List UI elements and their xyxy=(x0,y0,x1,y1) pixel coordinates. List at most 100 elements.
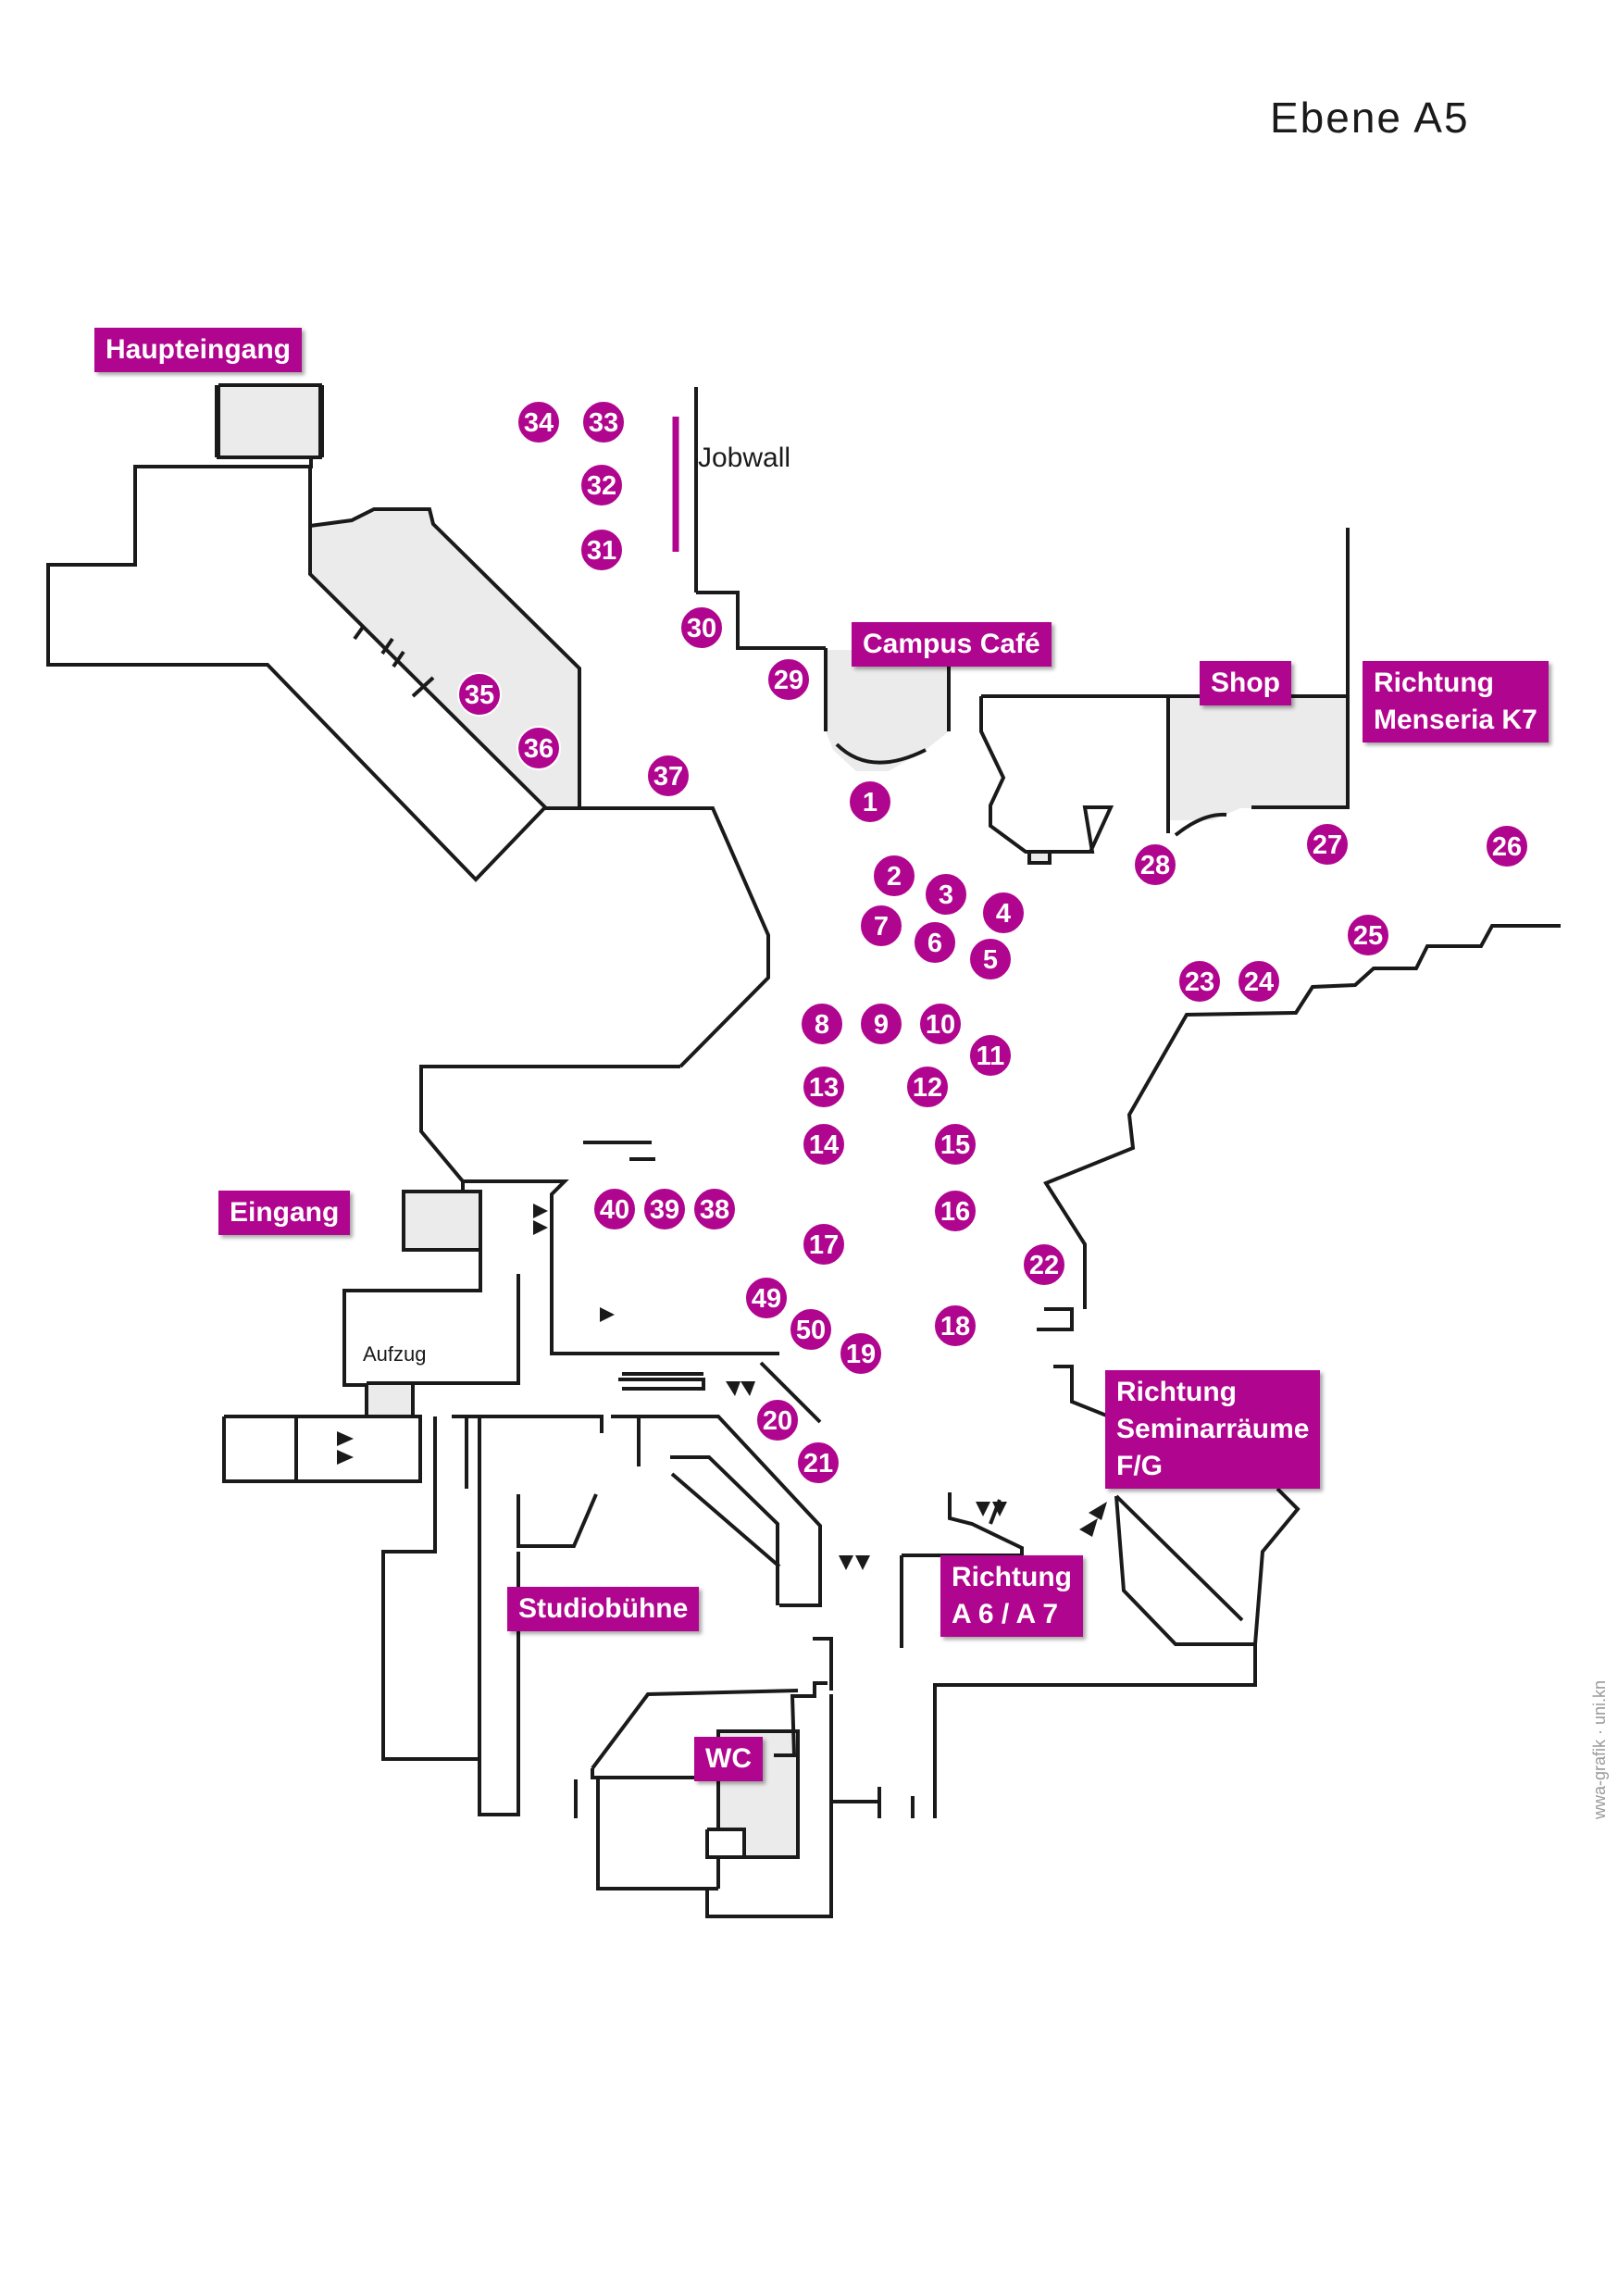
stand-marker-circle xyxy=(1346,913,1390,957)
stand-marker-23: 23 xyxy=(1177,959,1222,1004)
stand-marker-number: 6 xyxy=(927,929,942,958)
stand-marker-24: 24 xyxy=(1237,959,1281,1004)
stand-marker-number: 4 xyxy=(996,899,1011,929)
shaded-areas xyxy=(218,385,1348,1857)
stand-marker-circle xyxy=(517,726,561,770)
stand-marker-circle xyxy=(789,1307,833,1352)
stand-marker-number: 5 xyxy=(983,945,998,975)
stand-marker-19: 19 xyxy=(839,1331,883,1376)
stand-marker-number: 20 xyxy=(763,1406,792,1436)
stand-marker-circle xyxy=(1177,959,1222,1004)
stand-marker-circle xyxy=(859,904,903,948)
stand-marker-circle xyxy=(802,1222,846,1267)
arrow-marker xyxy=(976,1502,990,1516)
stand-marker-number: 32 xyxy=(587,471,616,501)
stand-marker-18: 18 xyxy=(933,1304,977,1348)
stand-marker-30: 30 xyxy=(679,605,724,650)
stand-marker-32: 32 xyxy=(579,463,624,507)
stand-marker-2: 2 xyxy=(872,854,916,898)
stand-marker-number: 7 xyxy=(874,912,889,942)
stand-marker-number: 9 xyxy=(874,1010,889,1040)
stand-marker-number: 10 xyxy=(926,1010,955,1040)
stand-marker-36: 36 xyxy=(517,726,561,770)
stand-marker-11: 11 xyxy=(968,1033,1013,1078)
stand-marker-25: 25 xyxy=(1346,913,1390,957)
stand-marker-39: 39 xyxy=(642,1187,687,1231)
stand-marker-31: 31 xyxy=(579,528,624,572)
stand-marker-number: 39 xyxy=(650,1195,679,1225)
stand-marker-number: 12 xyxy=(913,1073,942,1103)
jobwall-label: Jobwall xyxy=(698,443,791,473)
stand-marker-number: 25 xyxy=(1353,921,1383,951)
label-eingang: Eingang xyxy=(218,1191,351,1235)
stand-marker-21: 21 xyxy=(796,1441,840,1485)
stand-marker-number: 16 xyxy=(940,1197,970,1227)
stand-marker-14: 14 xyxy=(802,1122,846,1167)
stand-marker-number: 18 xyxy=(940,1312,970,1341)
stand-marker-28: 28 xyxy=(1133,842,1177,887)
stand-marker-37: 37 xyxy=(646,754,691,798)
stand-marker-circle xyxy=(1022,1242,1066,1287)
label-studiobuehne: Studiobühne xyxy=(507,1587,700,1631)
stand-marker-number: 33 xyxy=(589,408,618,438)
stand-marker-4: 4 xyxy=(981,891,1026,935)
stand-marker-circle xyxy=(918,1002,963,1046)
stand-marker-38: 38 xyxy=(692,1187,737,1231)
stand-marker-circle xyxy=(905,1065,950,1109)
label-campus-cafe: Campus Café xyxy=(852,622,1052,667)
stand-marker-22: 22 xyxy=(1022,1242,1066,1287)
stand-marker-29: 29 xyxy=(766,657,811,702)
stand-marker-circle xyxy=(457,672,502,717)
label-richtung-a6-a7: Richtung A 6 / A 7 xyxy=(940,1555,1083,1637)
arrow-marker xyxy=(855,1555,870,1570)
arrow-marker xyxy=(1089,1502,1107,1520)
arrow-marker xyxy=(839,1555,853,1570)
page-title: Ebene A5 xyxy=(1270,94,1470,142)
stand-marker-circle xyxy=(802,1065,846,1109)
stand-marker-number: 8 xyxy=(815,1010,829,1040)
stand-marker-circle xyxy=(859,1002,903,1046)
stand-marker-number: 49 xyxy=(752,1284,781,1314)
stand-marker-number: 29 xyxy=(774,666,803,695)
stand-marker-circle xyxy=(766,657,811,702)
stand-marker-number: 38 xyxy=(700,1195,729,1225)
arrow-marker xyxy=(992,1502,1007,1516)
stand-marker-35: 35 xyxy=(457,672,502,717)
stand-marker-number: 27 xyxy=(1313,830,1342,860)
stand-marker-13: 13 xyxy=(802,1065,846,1109)
haupteingang-vestibule xyxy=(218,385,320,457)
stand-marker-circle xyxy=(1237,959,1281,1004)
stand-marker-circle xyxy=(1305,822,1350,867)
stand-marker-circle xyxy=(872,854,916,898)
stand-marker-5: 5 xyxy=(968,937,1013,981)
stand-marker-circle xyxy=(933,1304,977,1348)
arrow-marker xyxy=(533,1220,548,1235)
cafe-counter-area xyxy=(826,650,949,771)
stand-marker-number: 14 xyxy=(809,1130,839,1160)
stand-marker-number: 2 xyxy=(887,862,902,892)
stand-marker-circle xyxy=(802,1122,846,1167)
stand-marker-49: 49 xyxy=(744,1276,789,1320)
stand-marker-16: 16 xyxy=(933,1189,977,1233)
stand-marker-circle xyxy=(646,754,691,798)
stand-marker-number: 40 xyxy=(600,1195,629,1225)
stand-marker-15: 15 xyxy=(933,1122,977,1167)
stand-marker-33: 33 xyxy=(581,400,626,444)
stand-marker-27: 27 xyxy=(1305,822,1350,867)
stand-marker-20: 20 xyxy=(755,1398,800,1442)
aufzug-label: Aufzug xyxy=(363,1342,427,1366)
stand-marker-number: 26 xyxy=(1492,832,1522,862)
walls xyxy=(46,383,1561,1918)
stand-marker-50: 50 xyxy=(789,1307,833,1352)
stand-marker-circle xyxy=(579,528,624,572)
shop-area xyxy=(1168,696,1348,820)
stand-marker-number: 11 xyxy=(977,1042,1005,1071)
stand-marker-number: 3 xyxy=(939,880,953,910)
stand-marker-34: 34 xyxy=(517,400,561,444)
stand-marker-circle xyxy=(800,1002,844,1046)
direction-arrows xyxy=(337,1204,1107,1570)
stand-marker-number: 22 xyxy=(1029,1251,1059,1280)
stand-marker-8: 8 xyxy=(800,1002,844,1046)
